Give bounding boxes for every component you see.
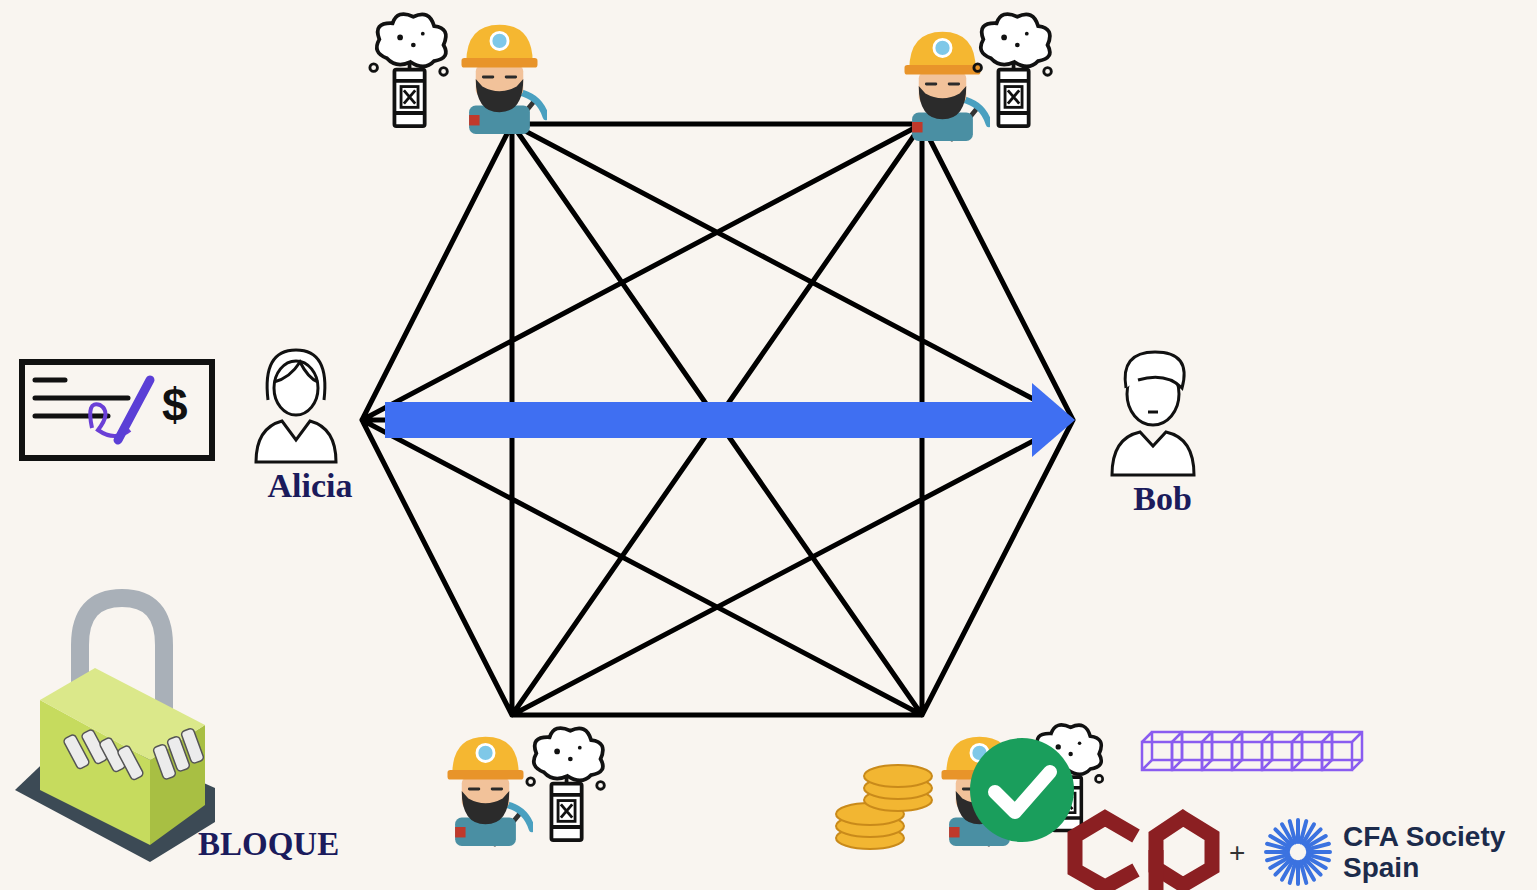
- blockchain-cubes: [1142, 732, 1362, 770]
- miner-top-left: [370, 14, 546, 134]
- alicia-person-icon-part: [256, 421, 336, 462]
- cfa-logo-mark-part: [1282, 824, 1314, 879]
- miner-top-right: [905, 14, 1052, 141]
- cfa-logo-mark-part: [1275, 829, 1320, 874]
- cfa-logo-text: CFA Society Spain: [1343, 822, 1525, 884]
- logo-plus: +: [1229, 838, 1253, 869]
- miner-top-left-part: [462, 25, 547, 134]
- arrow-shaft: [385, 402, 1033, 438]
- arrow-head: [1032, 383, 1075, 457]
- blockchain-cubes-part: [1262, 732, 1302, 770]
- currency-symbol: $: [162, 380, 202, 431]
- miner-bottom-left-part: [448, 737, 533, 846]
- miner-top-left-part: [370, 14, 447, 126]
- padlock-icon-part-part: [181, 728, 205, 764]
- check-icon: [22, 362, 212, 458]
- bob-person-icon-part: [1148, 411, 1158, 414]
- padlock-icon-part: [63, 728, 205, 781]
- person-node: Bob: [1075, 352, 1250, 517]
- padlock-icon: [15, 598, 215, 862]
- padlock-icon-part-part: [117, 745, 144, 781]
- validated-check-part: [995, 772, 1050, 812]
- cfa-logo-mark-part: [1270, 836, 1325, 868]
- miner-top-right-part: [974, 14, 1051, 126]
- cp-logo-part: [1075, 818, 1136, 887]
- person-name: Alicia: [268, 467, 353, 504]
- coin-stack-part: [864, 765, 932, 787]
- cp-logo: [1075, 818, 1212, 890]
- validated-check: [970, 738, 1074, 842]
- check-icon-part: [118, 380, 150, 440]
- cfa-logo-mark-part: [1266, 850, 1330, 854]
- blockchain-cubes-part: [1292, 732, 1332, 770]
- network-graph-part: [362, 124, 1073, 715]
- person-name: Bob: [1133, 480, 1192, 517]
- bob-person-icon-part: [1125, 352, 1184, 388]
- bob-person-icon: [1112, 352, 1194, 475]
- blockchain-cubes-part: [1232, 732, 1272, 770]
- transfer-arrow: [385, 383, 1075, 457]
- check-icon-part: [35, 380, 128, 416]
- alicia-person-icon-part: [274, 362, 318, 382]
- validated-check-part: [970, 738, 1074, 842]
- cp-logo-part: [1149, 850, 1164, 890]
- alicia-person-icon: [256, 350, 336, 462]
- blockchain-cubes-part: [1202, 732, 1242, 770]
- miner-bottom-left-part: [527, 728, 604, 840]
- cfa-logo-mark: [1266, 820, 1330, 884]
- cfa-logo-mark-part: [1296, 820, 1300, 884]
- blockchain-cubes-part: [1172, 732, 1212, 770]
- miner-bottom-left: [448, 728, 605, 846]
- blockchain-cubes-part: [1142, 732, 1182, 770]
- miner-top-right-part: [905, 32, 990, 141]
- blockchain-cubes-part: [1322, 732, 1362, 770]
- cfa-logo-mark-part: [1267, 844, 1329, 861]
- person-node: Alicia: [235, 348, 385, 504]
- cfa-logo-mark-part: [1290, 821, 1307, 883]
- bob-person-icon-part: [1112, 432, 1194, 475]
- network-graph: [362, 124, 1073, 715]
- check-icon-part: [22, 362, 212, 458]
- block-label: BLOQUE: [198, 826, 373, 862]
- cp-logo-part: [1156, 818, 1212, 885]
- cfa-logo-mark-part: [1290, 821, 1307, 883]
- coin-stack: [836, 765, 932, 849]
- alicia-person-icon-part: [274, 361, 318, 415]
